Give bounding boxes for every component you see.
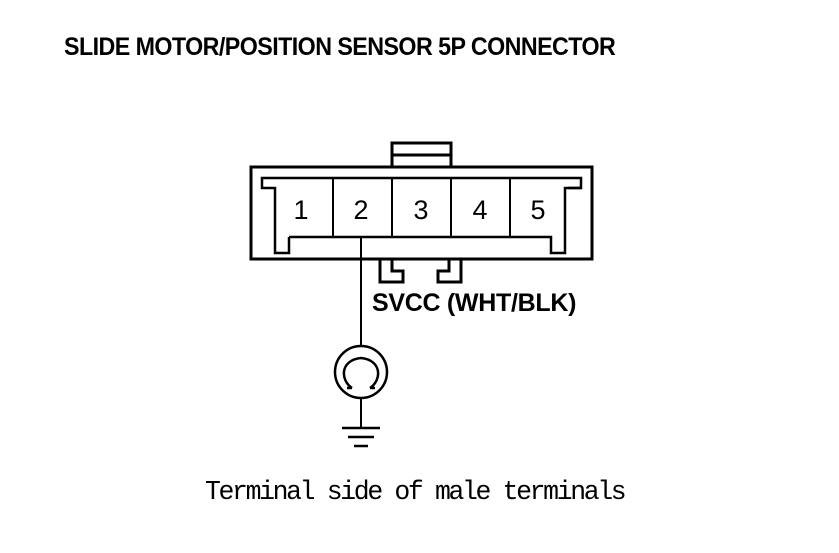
connector-latch bbox=[390, 141, 453, 166]
pin-1-label: 1 bbox=[293, 195, 308, 225]
ground-icon bbox=[342, 426, 380, 448]
pin-3-label: 3 bbox=[413, 195, 428, 225]
pin-labels: 1 2 3 4 5 bbox=[293, 195, 545, 225]
pin-5-label: 5 bbox=[530, 195, 545, 225]
connector-housing bbox=[249, 165, 594, 261]
pin-2-label: 2 bbox=[353, 195, 368, 225]
connector-cavity bbox=[260, 176, 583, 255]
connector-keys bbox=[378, 260, 463, 284]
diagram-caption: Terminal side of male terminals bbox=[205, 478, 627, 508]
pin-4-label: 4 bbox=[472, 195, 487, 225]
wire-label-svcc: SVCC (WHT/BLK) bbox=[372, 289, 577, 317]
pin-dividers bbox=[332, 178, 511, 237]
ohmmeter-icon bbox=[333, 344, 389, 400]
diagram-title: SLIDE MOTOR/POSITION SENSOR 5P CONNECTOR bbox=[64, 33, 616, 61]
